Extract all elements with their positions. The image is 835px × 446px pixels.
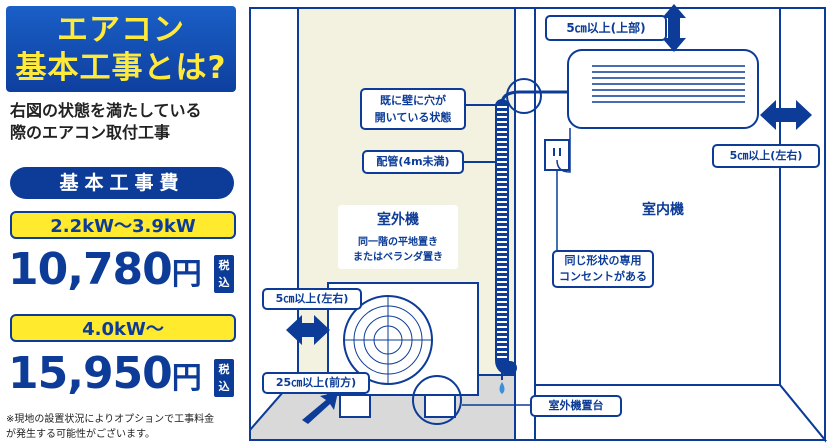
wall-hole-line-2: 開いている状態	[374, 111, 452, 124]
top-clearance-label: 5㎝以上(上部)	[545, 15, 667, 41]
indoor-side-clearance-arrow-icon	[760, 100, 812, 130]
power-cord	[556, 128, 571, 173]
indoor-side-clearance-label: 5㎝以上(左右)	[712, 144, 820, 168]
outdoor-unit-line-1: 同一階の平地置き	[358, 237, 438, 248]
stand-block-right	[424, 394, 456, 418]
tier-2-tax-1: 税	[218, 363, 230, 376]
indoor-unit-body	[567, 49, 759, 129]
outlet-line-2: コンセントがある	[559, 270, 647, 283]
outlet-icon	[544, 139, 570, 171]
tier-2-tax-2: 込	[218, 380, 230, 393]
pipe-label: 配管(4m未満)	[362, 150, 464, 174]
indoor-side-wall	[779, 7, 826, 443]
basic-fee-label: 基本工事費	[10, 167, 234, 199]
stand-highlight	[412, 375, 462, 425]
wall-hole-callout-line	[466, 104, 508, 106]
wall-hole-label: 既に壁に穴が 開いている状態	[360, 88, 466, 130]
tier-2-yen: 円	[171, 361, 202, 396]
indoor-unit-label: 室内機	[608, 192, 718, 222]
indoor-unit-vents	[592, 65, 745, 103]
wall-hole-line-1: 既に壁に穴が	[380, 94, 446, 107]
outdoor-side-clearance-label: 5㎝以上(左右)	[262, 288, 362, 310]
dividing-wall	[514, 7, 536, 441]
outdoor-unit-title: 室外機	[377, 212, 419, 228]
outdoor-unit-line-2: またはベランダ置き	[353, 252, 443, 263]
pipe-callout-line	[464, 161, 496, 163]
description-line-2: 際のエアコン取付工事	[10, 123, 171, 142]
front-clearance-arrow-icon	[302, 392, 338, 424]
title-banner: エアコン 基本工事とは?	[6, 6, 236, 92]
pipe-outline	[495, 99, 517, 375]
outdoor-stand-label: 室外機置台	[530, 395, 622, 417]
description-line-1: 右図の状態を満たしている	[10, 101, 202, 120]
outdoor-side-wall	[249, 7, 299, 433]
wall-hole-highlight	[506, 78, 542, 114]
tier-1-price: 10,780円	[8, 246, 202, 299]
diagram-illustration	[240, 0, 835, 446]
outdoor-side-clearance-arrow-icon	[286, 315, 330, 345]
tier-1-yen: 円	[171, 257, 202, 292]
left-panel: エアコン 基本工事とは? 右図の状態を満たしている 際のエアコン取付工事 基本工…	[0, 0, 240, 446]
description: 右図の状態を満たしている 際のエアコン取付工事	[10, 100, 236, 144]
note-line-1: ※現地の設置状況によりオプションで工事料金	[6, 414, 215, 425]
outdoor-unit-label: 室外機 同一階の平地置き またはベランダ置き	[338, 205, 458, 269]
title-line-2: 基本工事とは?	[15, 50, 227, 86]
tier-2-price: 15,950円	[8, 350, 202, 403]
front-clearance-label: 25㎝以上(前方)	[262, 372, 370, 394]
outlet-line-1: 同じ形状の専用	[564, 254, 642, 267]
installation-diagram: 5㎝以上(上部) 既に壁に穴が 開いている状態 配管(4m未満) 5㎝以上(左右…	[240, 0, 835, 446]
tier-1-tax-2: 込	[218, 276, 230, 289]
tier-1-price-value: 10,780	[8, 244, 173, 295]
tier-2-kw: 4.0kW〜	[10, 314, 236, 342]
tier-2-tax-badge: 税 込	[214, 359, 234, 397]
top-clearance-arrow-icon	[662, 4, 686, 52]
tier-2-price-value: 15,950	[8, 348, 173, 399]
water-drop-icon	[499, 382, 505, 394]
title-line-1: エアコン	[57, 12, 185, 48]
tier-1-tax-badge: 税 込	[214, 255, 234, 293]
note: ※現地の設置状況によりオプションで工事料金 が発生する可能性がございます。	[6, 412, 238, 442]
indoor-unit-title: 室内機	[642, 202, 684, 218]
tier-1-tax-1: 税	[218, 259, 230, 272]
outlet-label: 同じ形状の専用 コンセントがある	[552, 250, 654, 288]
tier-1-kw: 2.2kW〜3.9kW	[10, 211, 236, 239]
stand-block-left	[339, 394, 371, 418]
note-line-2: が発生する可能性がございます。	[6, 429, 155, 440]
